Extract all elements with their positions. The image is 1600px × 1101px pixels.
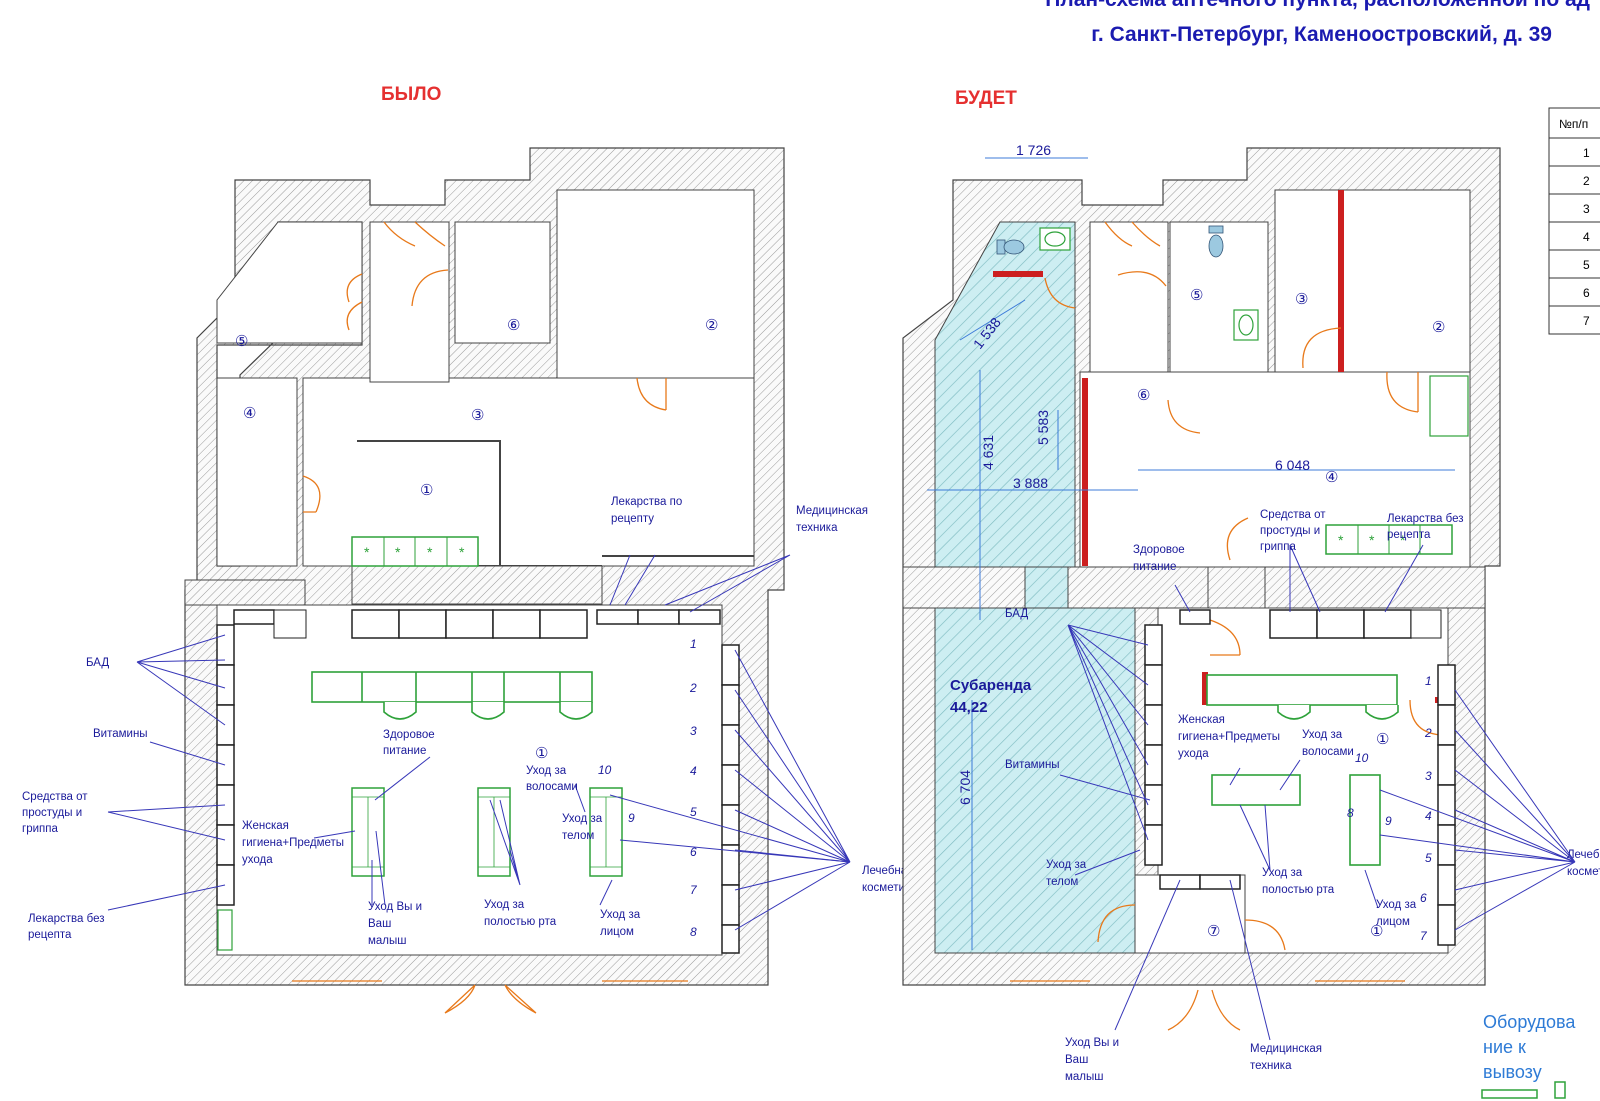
label-bad: БАД — [1005, 608, 1028, 620]
header-before: БЫЛО — [381, 84, 442, 105]
table-row: 4 — [1583, 230, 1590, 244]
room-number-6: ⑥ — [507, 317, 520, 334]
table-header: №п/п — [1559, 117, 1588, 131]
table-row: 5 — [1583, 258, 1590, 272]
room-number-7: ⑦ — [1207, 923, 1220, 940]
room-number-3: ③ — [471, 407, 484, 424]
unit-index: 10 — [598, 763, 612, 777]
header-after: БУДЕТ — [955, 88, 1017, 109]
sublease-zone — [934, 607, 1136, 954]
room-number-5: ⑤ — [235, 333, 248, 350]
room-number-1-alt: ① — [1370, 923, 1383, 940]
legend-removal: Оборудова ние к вывозу — [1483, 1012, 1576, 1082]
label-vitamins: Витамины — [93, 728, 148, 740]
room-number-4: ④ — [243, 405, 256, 422]
unit-index: 9 — [1385, 814, 1392, 828]
shelf-index: 8 — [690, 925, 697, 939]
svg-text:*: * — [395, 544, 401, 560]
room-number-3: ③ — [1295, 291, 1308, 308]
shelf-index: 1 — [1425, 674, 1432, 688]
equipment-table: №п/п 1 2 3 4 5 6 7 — [1548, 107, 1600, 335]
shelf-index: 7 — [1420, 929, 1428, 943]
table-row: 3 — [1583, 202, 1590, 216]
shelf-index: 3 — [690, 724, 697, 738]
dimension: 1 726 — [1016, 142, 1051, 158]
room-number-2: ② — [705, 317, 718, 334]
shelf-index: 4 — [1425, 809, 1432, 823]
dimension: 4 631 — [980, 435, 996, 470]
svg-text:*: * — [1369, 532, 1375, 548]
svg-text:*: * — [364, 544, 370, 560]
dimension: 3 888 — [1013, 475, 1048, 491]
room-number-5: ⑤ — [1190, 287, 1203, 304]
dimension: 6 048 — [1275, 457, 1310, 473]
room-number-6: ⑥ — [1137, 387, 1150, 404]
room-number-1: ① — [420, 482, 433, 499]
shelf-index: 5 — [690, 805, 697, 819]
shelf-index: 3 — [1425, 769, 1432, 783]
unit-index: 9 — [628, 811, 635, 825]
legend-swatch — [1481, 1081, 1566, 1099]
shelf-index: 2 — [689, 681, 697, 695]
table-row: 1 — [1583, 146, 1590, 160]
unit-index: 8 — [1347, 806, 1354, 820]
label-bad: БАД — [86, 657, 109, 669]
table-row: 6 — [1583, 286, 1590, 300]
svg-text:*: * — [459, 544, 465, 560]
room-number-4: ④ — [1325, 469, 1338, 486]
plan-after: *** 1 726 1 538 4 631 5 583 3 888 6 048 … — [902, 142, 1600, 1083]
shelf-index: 6 — [690, 845, 697, 859]
room-number-2: ② — [1432, 319, 1445, 336]
dimension: 5 583 — [1035, 410, 1051, 445]
svg-text:*: * — [1400, 532, 1406, 548]
shelf-index: 4 — [690, 764, 697, 778]
label-vitamins: Витамины — [1005, 759, 1060, 771]
plan-before: * * * * ① ② ③ ④ ⑤ ⑥ — [22, 147, 917, 1014]
shelf-index: 6 — [1420, 891, 1427, 905]
table-row: 2 — [1583, 174, 1590, 188]
room-number-1: ① — [1376, 731, 1389, 748]
unit-index: 10 — [1355, 751, 1369, 765]
room-number-1-hall: ① — [535, 745, 548, 762]
table-row: 7 — [1583, 314, 1590, 328]
svg-text:*: * — [1338, 532, 1344, 548]
shelf-index: 1 — [690, 637, 697, 651]
shelf-index: 5 — [1425, 851, 1432, 865]
svg-text:*: * — [427, 544, 433, 560]
shelf-index: 7 — [690, 883, 698, 897]
plan-title-line-1: План-схема аптечного пункта, расположенн… — [1045, 0, 1590, 12]
shelf-index: 2 — [1424, 726, 1432, 740]
plan-title-line-2: г. Санкт-Петербург, Каменоостровский, д.… — [1091, 23, 1552, 46]
dimension: 6 704 — [957, 770, 973, 805]
